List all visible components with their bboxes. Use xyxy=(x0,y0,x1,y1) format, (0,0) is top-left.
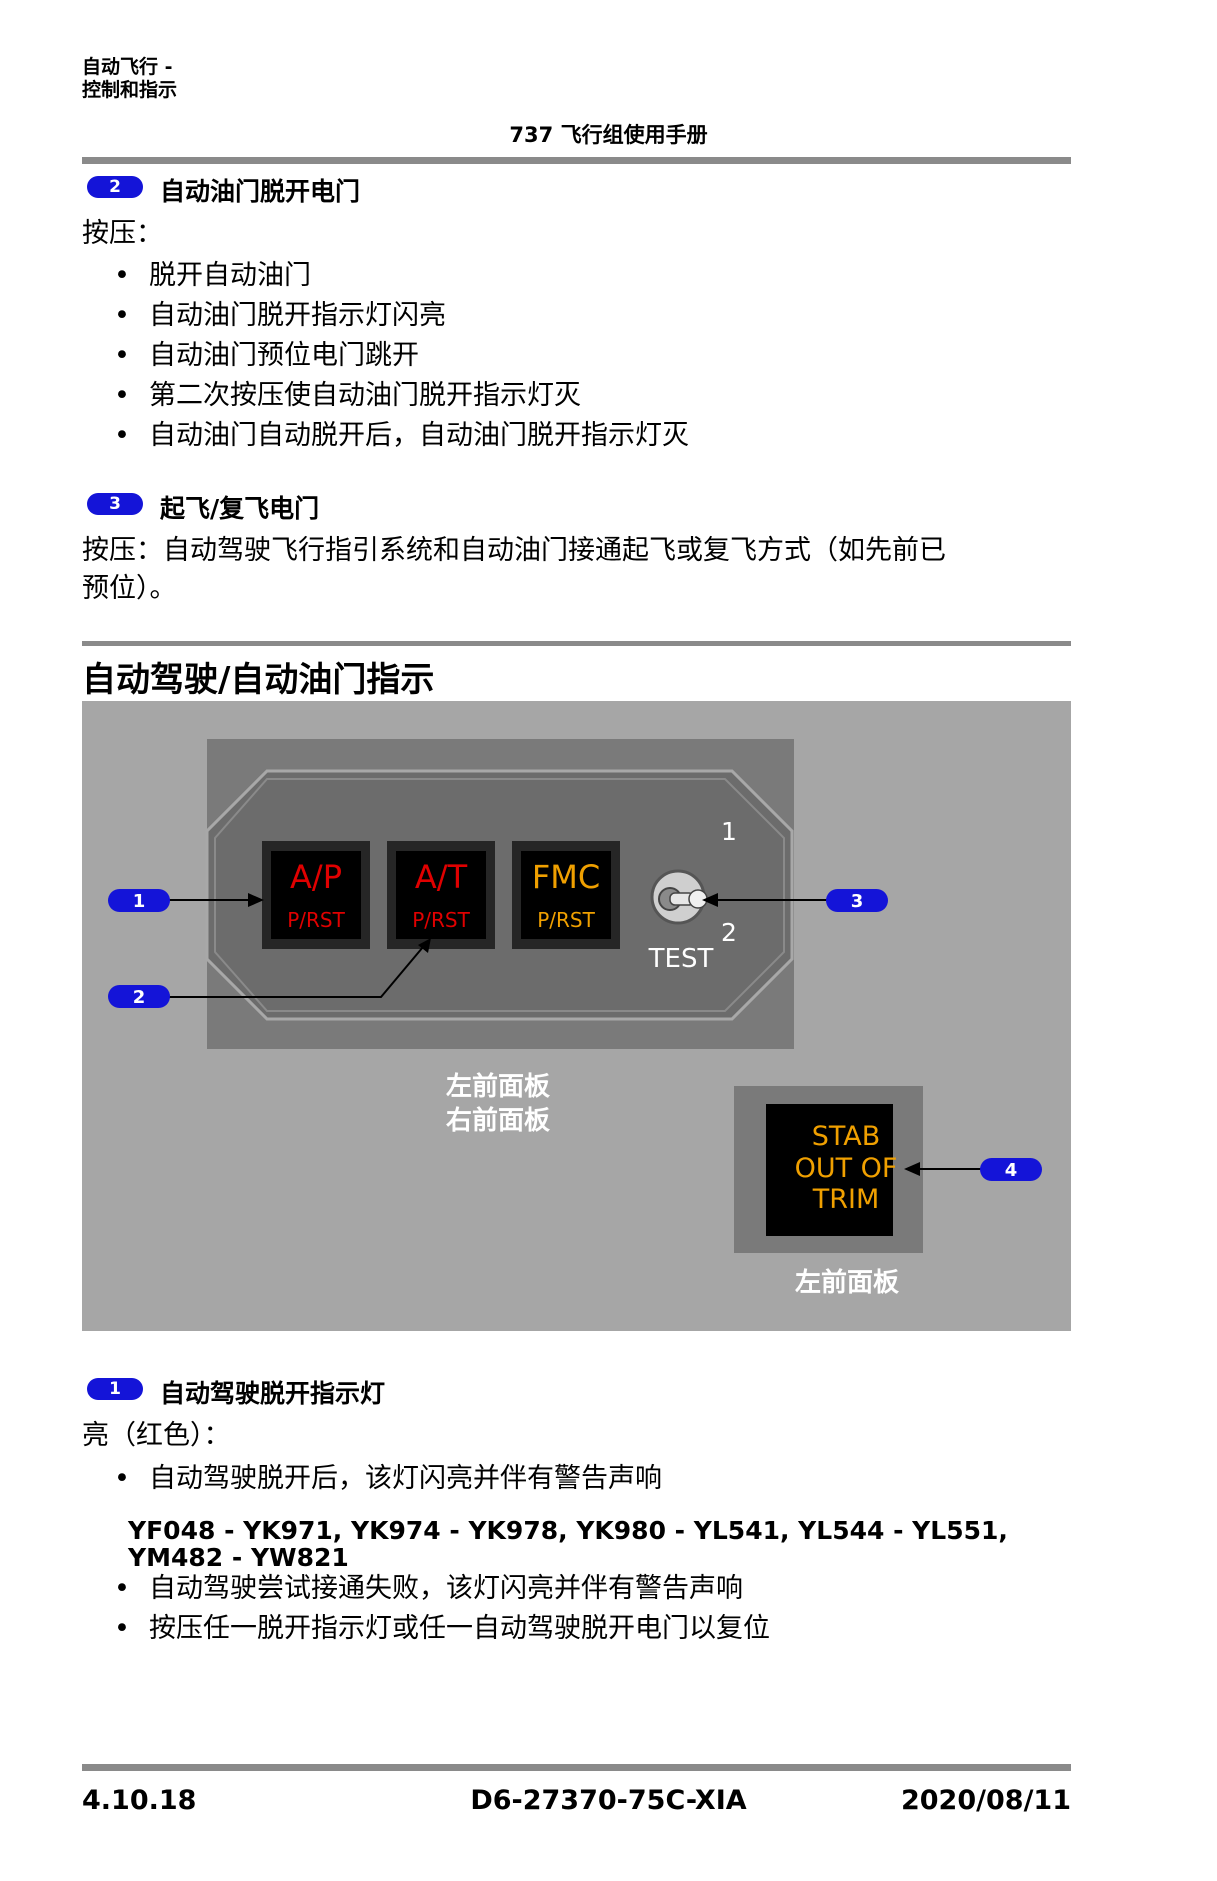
section-3-title: 起飞/复飞电门 xyxy=(160,494,320,523)
leader-2 xyxy=(166,946,424,998)
test-switch-label: TEST xyxy=(648,944,714,974)
stab-out-of-trim-light xyxy=(766,1104,893,1236)
footer-rule xyxy=(82,1764,1071,1771)
section-2-bullet: •自动油门自动脱开后，自动油门脱开指示灯灭 xyxy=(114,420,689,451)
section-2-intro: 按压： xyxy=(82,218,163,249)
callout-badge-1: 1 xyxy=(87,1378,143,1400)
callout-leader-lines xyxy=(166,899,993,1170)
section-1-bullet: •按压任一脱开指示灯或任一自动驾驶脱开电门以复位 xyxy=(114,1613,770,1644)
arrowhead-4 xyxy=(904,1162,920,1176)
at-light-label: A/T xyxy=(415,858,468,896)
section-1-bullet: •自动驾驶脱开后，该灯闪亮并伴有警告声响 xyxy=(114,1463,662,1494)
section-1-intro: 亮（红色）： xyxy=(82,1420,231,1451)
arrowhead-3 xyxy=(702,893,718,907)
effectivity-line2: YM482 - YW821 xyxy=(128,1543,349,1572)
stab-panel-label: 左前面板 xyxy=(795,1267,899,1298)
ap-light-label: A/P xyxy=(290,858,342,896)
stab-light-line3: TRIM xyxy=(812,1184,880,1215)
switch-position-1: 1 xyxy=(721,817,737,846)
ap-light-sublabel: P/RST xyxy=(287,908,345,932)
fmc-light-label: FMC xyxy=(532,858,600,896)
bullet-text: 自动油门自动脱开后，自动油门脱开指示灯灭 xyxy=(149,420,689,451)
bullet-text: 自动油门预位电门跳开 xyxy=(149,340,419,371)
switch-position-2: 2 xyxy=(721,918,737,947)
chapter-title-line2: 控制和指示 xyxy=(82,79,178,101)
left-panel-label: 左前面板 xyxy=(446,1071,550,1102)
revision-date: 2020/08/11 xyxy=(900,1785,1071,1816)
callout-badge-1 xyxy=(108,889,170,912)
section-rule xyxy=(82,641,1071,646)
light-bezel-inner-outline xyxy=(214,778,785,1012)
arrowhead-2 xyxy=(418,938,431,953)
callout-number-4: 4 xyxy=(1005,1160,1018,1181)
callout-badge-2: 2 xyxy=(87,176,143,198)
effectivity-line1: YF048 - YK971, YK974 - YK978, YK980 - YL… xyxy=(128,1516,1008,1545)
section-3-text-line1: 按压：自动驾驶飞行指引系统和自动油门接通起飞或复飞方式（如先前已 xyxy=(82,535,946,566)
right-panel-label: 右前面板 xyxy=(446,1105,550,1136)
bullet-text: 自动驾驶脱开后，该灯闪亮并伴有警告声响 xyxy=(149,1463,662,1494)
section-2-bullet: •第二次按压使自动油门脱开指示灯灭 xyxy=(114,380,581,411)
bullet-text: 自动油门脱开指示灯闪亮 xyxy=(149,300,446,331)
fmc-light-sublabel: P/RST xyxy=(537,908,595,932)
page-number: 4.10.18 xyxy=(82,1785,197,1816)
at-light-sublabel: P/RST xyxy=(412,908,470,932)
callout-badge-3: 3 xyxy=(87,493,143,515)
autopilot-indication-figure: A/P P/RST A/T P/RST FMC P/RST 1 2 TEST 左… xyxy=(82,701,1071,1331)
section-2-title: 自动油门脱开电门 xyxy=(160,177,361,206)
bullet-text: 脱开自动油门 xyxy=(149,260,311,291)
manual-title: 737 飞行组使用手册 xyxy=(509,123,708,147)
section-3-text-line2: 预位）。 xyxy=(82,573,177,604)
callout-badge-4 xyxy=(980,1158,1042,1181)
section-2-bullet: •自动油门预位电门跳开 xyxy=(114,340,419,371)
light-bezel-outline xyxy=(205,769,794,1021)
section-1-title: 自动驾驶脱开指示灯 xyxy=(160,1379,386,1408)
header-rule xyxy=(82,157,1071,164)
callout-badge-2 xyxy=(108,985,170,1008)
bullet-text: 第二次按压使自动油门脱开指示灯灭 xyxy=(149,380,581,411)
stab-light-line1: STAB xyxy=(812,1121,881,1152)
section-1-bullet: •自动驾驶尝试接通失败，该灯闪亮并伴有警告声响 xyxy=(114,1573,743,1604)
section-2-bullet: •脱开自动油门 xyxy=(114,260,311,291)
bullet-text: 自动驾驶尝试接通失败，该灯闪亮并伴有警告声响 xyxy=(149,1573,743,1604)
chapter-title-line1: 自动飞行 - xyxy=(82,56,173,78)
callout-number-2: 2 xyxy=(133,987,146,1008)
arrowhead-1 xyxy=(248,893,264,907)
document-number: D6-27370-75C-XIA xyxy=(470,1785,747,1816)
at-disengage-light xyxy=(396,851,486,939)
callout-number-1: 1 xyxy=(133,891,146,912)
fmc-alert-light xyxy=(521,851,611,939)
indication-heading: 自动驾驶/自动油门指示 xyxy=(82,660,435,700)
section-2-bullet: •自动油门脱开指示灯闪亮 xyxy=(114,300,446,331)
callout-arrowheads xyxy=(248,893,920,1176)
callout-number-3: 3 xyxy=(851,891,864,912)
bullet-text: 按压任一脱开指示灯或任一自动驾驶脱开电门以复位 xyxy=(149,1613,770,1644)
stab-light-line2: OUT OF xyxy=(795,1153,898,1184)
ap-disengage-light xyxy=(271,851,361,939)
chapter-title: 自动飞行 - 控制和指示 xyxy=(82,56,177,102)
callout-badge-3 xyxy=(826,889,888,912)
